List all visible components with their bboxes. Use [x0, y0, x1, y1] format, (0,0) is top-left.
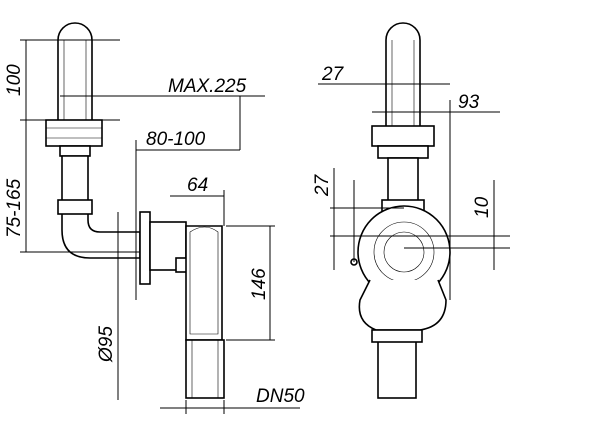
dim-146: 146 [249, 268, 270, 300]
dim-dn50: DN50 [256, 386, 305, 407]
side-view: 100 MAX.225 80-100 64 75-165 146 Ø95 DN5… [4, 22, 305, 414]
front-riser-pipe [385, 22, 421, 126]
dim-27-side: 27 [312, 173, 333, 197]
front-clamp-nut [371, 125, 435, 147]
dim-d95: Ø95 [96, 326, 117, 363]
dim-80-100: 80-100 [146, 129, 206, 150]
front-trap [358, 279, 447, 331]
front-view: 27 93 27 10 [312, 22, 510, 399]
dim-75-165: 75-165 [4, 178, 25, 238]
riser-pipe [57, 22, 93, 120]
outlet-pipe [185, 339, 225, 399]
clamp-nut [45, 119, 103, 147]
dim-100: 100 [4, 64, 25, 96]
wall-flange [139, 211, 151, 285]
dim-93: 93 [458, 92, 480, 113]
front-outlet [377, 339, 417, 399]
dim-10: 10 [472, 196, 493, 218]
dim-max-225: MAX.225 [168, 76, 247, 97]
trap-body [185, 225, 223, 341]
dim-27-top: 27 [321, 64, 345, 85]
dim-64: 64 [187, 175, 208, 196]
